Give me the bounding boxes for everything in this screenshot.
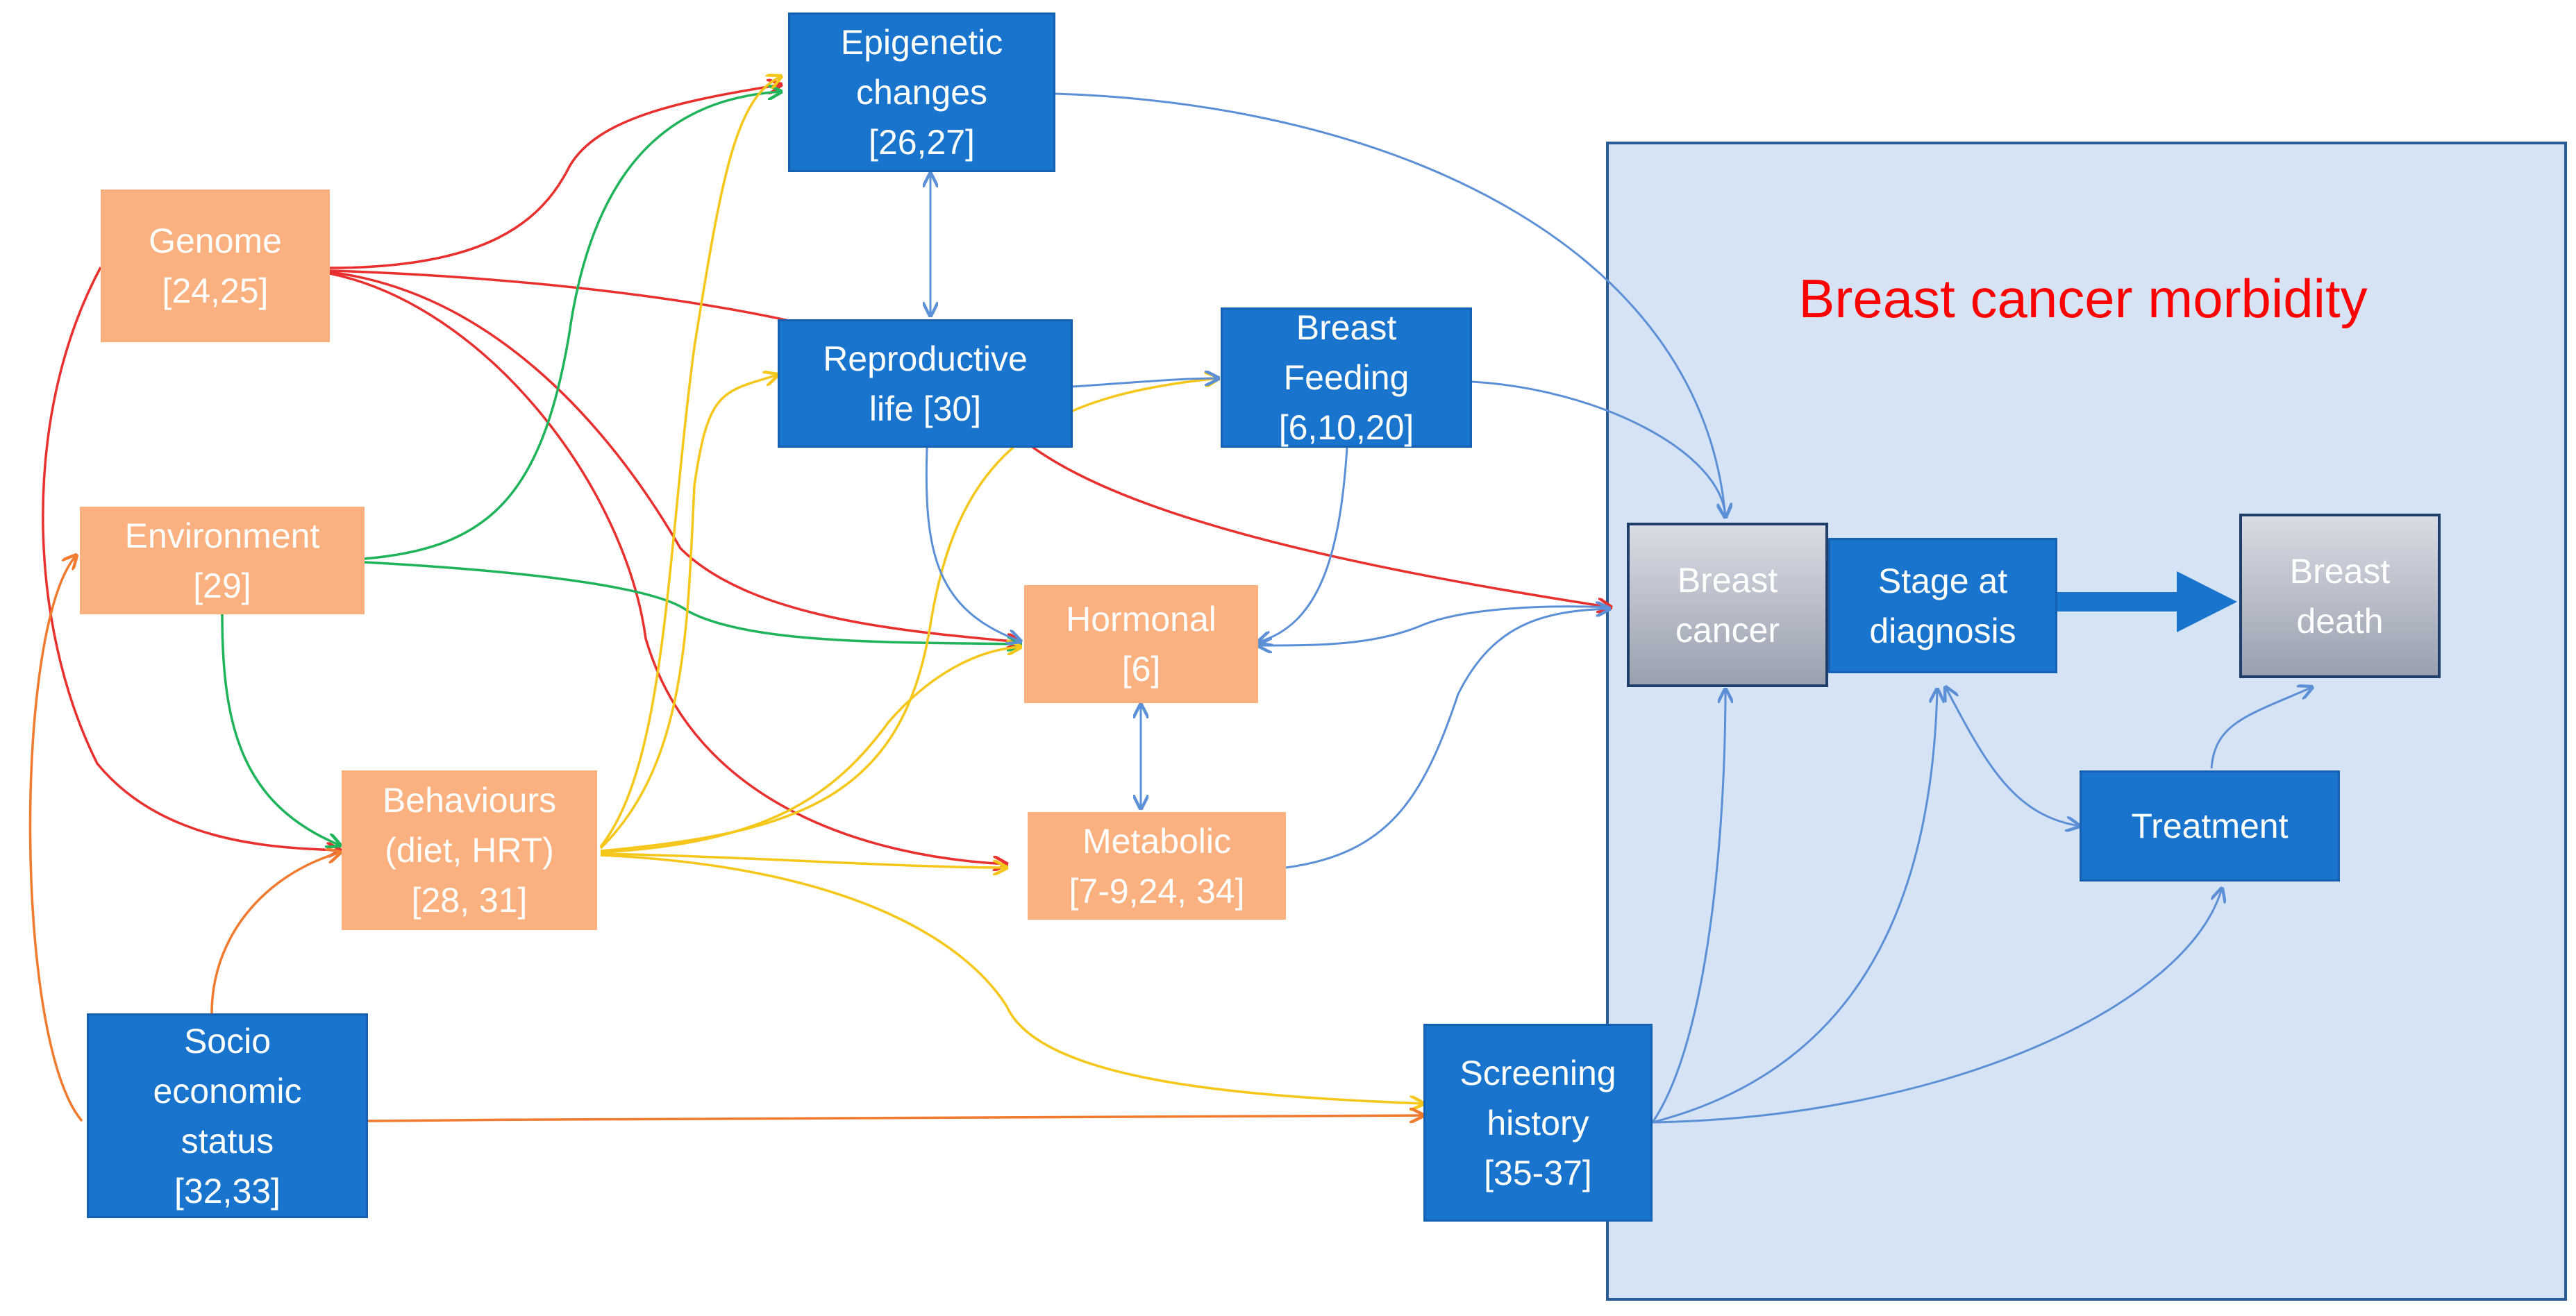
node-hormonal: Hormonal [6] (1024, 585, 1258, 703)
node-breast-feeding: Breast Feeding [6,10,20] (1221, 307, 1472, 448)
edge-environment-epigenetic (364, 92, 781, 560)
edge-breastfeeding-breast-cancer (1471, 380, 1725, 517)
edge-reproductive-hormonal (925, 447, 1021, 641)
edge-genome-behaviours (42, 267, 340, 850)
node-genome: Genome [24,25] (101, 189, 330, 342)
edge-genome-hormonal (329, 271, 1021, 642)
edge-metabolic-breast-cancer (1285, 609, 1609, 869)
edge-environment-behaviours (221, 614, 340, 845)
edge-socio-screening (367, 1115, 1423, 1121)
panel-title: Breast cancer morbidity (1798, 268, 2368, 329)
node-metabolic: Metabolic [7-9,24, 34] (1028, 812, 1286, 920)
edge-reproductive-breastfeeding (1072, 378, 1219, 388)
edge-behaviours-screening (600, 854, 1423, 1104)
edge-behaviours-epigenetic (599, 76, 781, 848)
node-epigenetic-changes: Epigenetic changes [26,27] (788, 12, 1055, 172)
edge-behaviours-reproductive (599, 375, 778, 850)
arrow-stage-death (2055, 571, 2237, 632)
edge-socio-behaviours (210, 852, 340, 1014)
edge-screening-treatment (1652, 888, 2222, 1124)
edge-genome-epigenetic (329, 85, 781, 269)
edge-behaviours-hormonal (600, 647, 1021, 854)
edge-screening-breast-cancer (1651, 689, 1725, 1123)
edge-stage-treatment (1946, 687, 2080, 826)
edge-breastfeeding-hormonal (1258, 447, 1348, 642)
edge-genome-metabolic (329, 272, 1007, 864)
node-socio-economic-status: Socio economic status [32,33] (87, 1013, 368, 1218)
edge-behaviours-metabolic (600, 852, 1007, 868)
node-reproductive-life: Reproductive life [30] (778, 319, 1073, 448)
node-screening-history: Screening history [35-37] (1423, 1024, 1653, 1222)
node-breast-cancer: Breast cancer (1627, 523, 1828, 687)
edge-behaviours-breastfeeding (600, 378, 1219, 852)
node-environment: Environment [29] (80, 507, 365, 614)
edge-socio-environment (28, 555, 83, 1122)
edge-epigenetic-breast-cancer (1055, 92, 1725, 517)
morbidity-panel (1606, 142, 2567, 1301)
node-treatment: Treatment (2080, 770, 2340, 881)
edge-breast-cancer-hormonal (1258, 605, 1610, 646)
edge-treatment-breast-death (2210, 687, 2312, 769)
node-behaviours: Behaviours (diet, HRT) [28, 31] (342, 770, 597, 930)
edge-screening-stage (1652, 689, 1937, 1124)
node-stage-at-diagnosis: Stage at diagnosis (1828, 538, 2057, 673)
node-breast-death: Breast death (2239, 514, 2441, 678)
